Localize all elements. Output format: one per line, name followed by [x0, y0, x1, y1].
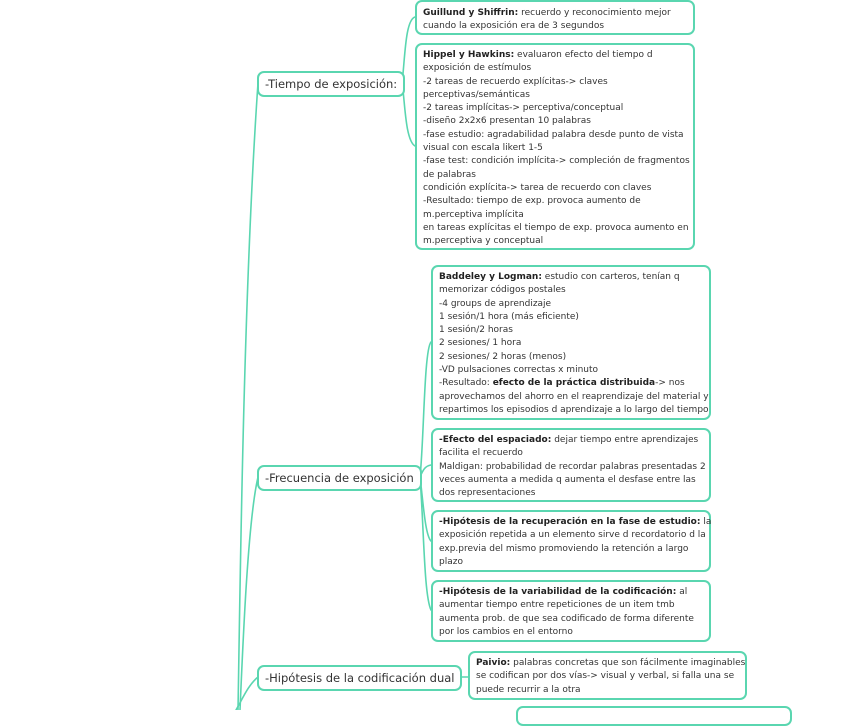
note-text: Maldigan: probabilidad de recordar palab… — [439, 461, 706, 472]
note-text: -Resultado: — [439, 378, 493, 389]
note-text: por los cambios en el entorno — [439, 626, 573, 637]
note-guillund-shiffrin[interactable]: Guillund y Shiffrin: recuerdo y reconoci… — [415, 0, 695, 35]
note-text: aprovechamos del ahorro en el reaprendiz… — [439, 391, 709, 402]
note-partial[interactable] — [516, 706, 792, 726]
note-efecto-espaciado[interactable]: -Efecto del espaciado: dejar tiempo entr… — [431, 428, 711, 502]
note-text: veces aumenta a medida q aumenta el desf… — [439, 474, 696, 485]
note-text: cuando la exposición era de 3 segundos — [423, 21, 605, 32]
note-baddeley-logman[interactable]: Baddeley y Logman: estudio con carteros,… — [431, 265, 711, 420]
note-text: al — [676, 587, 688, 597]
note-text: palabras concretas que son fácilmente im… — [510, 658, 746, 668]
note-text: m.perceptiva y conceptual — [423, 236, 544, 247]
note-heading: Baddeley y Logman: — [439, 272, 542, 282]
note-text: la — [700, 517, 712, 527]
note-text: visual con escala likert 1-5 — [423, 143, 543, 154]
note-text: se codifican por dos vías-> visual y ver… — [476, 671, 735, 682]
note-heading: -Hipótesis de la recuperación en la fase… — [439, 517, 701, 527]
note-heading: Guillund y Shiffrin: — [423, 8, 519, 18]
note-text: memorizar códigos postales — [439, 285, 566, 296]
note-text: plazo — [439, 556, 463, 567]
note-text: aumenta prob. de que sea codificado de f… — [439, 613, 694, 624]
note-text: dejar tiempo entre aprendizajes — [551, 435, 699, 445]
note-text: evaluaron efecto del tiempo d — [514, 50, 653, 60]
note-text: -4 groups de aprendizaje — [439, 298, 552, 309]
note-text: -diseño 2x2x6 presentan 10 palabras — [423, 116, 591, 127]
note-heading: Hippel y Hawkins: — [423, 50, 515, 60]
note-text: 2 sesiones/ 2 horas (menos) — [439, 351, 567, 362]
note-text: 1 sesión/2 horas — [439, 325, 513, 336]
note-paivio[interactable]: Paivio: palabras concretas que son fácil… — [468, 651, 747, 700]
note-text: repartimos los episodios d aprendizaje a… — [439, 404, 709, 415]
note-hippel-hawkins[interactable]: Hippel y Hawkins: evaluaron efecto del t… — [415, 43, 695, 250]
note-hipotesis-variabilidad[interactable]: -Hipótesis de la variabilidad de la codi… — [431, 580, 711, 642]
note-text: -fase test: condición implícita-> comple… — [423, 156, 690, 167]
note-text: 1 sesión/1 hora (más eficiente) — [439, 311, 579, 322]
note-text: dos representaciones — [439, 488, 536, 499]
note-text: condición explícita-> tarea de recuerdo … — [423, 182, 652, 193]
note-text: m.perceptiva implícita — [423, 209, 524, 220]
note-text: recuerdo y reconocimiento mejor — [518, 8, 671, 18]
note-text: exposición repetida a un elemento sirve … — [439, 530, 706, 541]
note-text: aumentar tiempo entre repeticiones de un… — [439, 600, 675, 611]
note-text: -Resultado: tiempo de exp. provoca aumen… — [423, 196, 641, 207]
note-text: -fase estudio: agradabilidad palabra des… — [423, 129, 684, 140]
note-text: exp.previa del mismo promoviendo la rete… — [439, 543, 689, 554]
note-text: -VD pulsaciones correctas x minuto — [439, 365, 599, 376]
note-heading: -Efecto del espaciado: — [439, 435, 552, 445]
topic-codificacion-dual[interactable]: -Hipótesis de la codificación dual — [257, 665, 463, 691]
note-heading: Paivio: — [476, 658, 511, 668]
note-text: perceptivas/semánticas — [423, 89, 530, 100]
note-emphasis: efecto de la práctica distribuida — [492, 378, 656, 389]
note-text: de palabras — [423, 169, 476, 180]
note-text: exposición de estímulos — [423, 63, 532, 74]
note-hipotesis-recuperacion[interactable]: -Hipótesis de la recuperación en la fase… — [431, 510, 711, 572]
topic-tiempo-exposicion[interactable]: -Tiempo de exposición: — [257, 71, 406, 97]
note-text: -2 tareas de recuerdo explícitas-> clave… — [423, 76, 608, 87]
note-text: -2 tareas implícitas-> perceptiva/concep… — [423, 103, 624, 114]
topic-frecuencia-exposicion[interactable]: -Frecuencia de exposición — [257, 465, 422, 491]
note-text: puede recurrir a la otra — [476, 684, 581, 695]
note-heading: -Hipótesis de la variabilidad de la codi… — [439, 587, 677, 597]
note-text: estudio con carteros, tenían q — [541, 272, 680, 282]
note-text: -> nos — [655, 378, 685, 389]
note-text: en tareas explícitas el tiempo de exp. p… — [423, 222, 689, 233]
note-text: facilita el recuerdo — [439, 448, 523, 459]
note-text: 2 sesiones/ 1 hora — [439, 338, 522, 349]
